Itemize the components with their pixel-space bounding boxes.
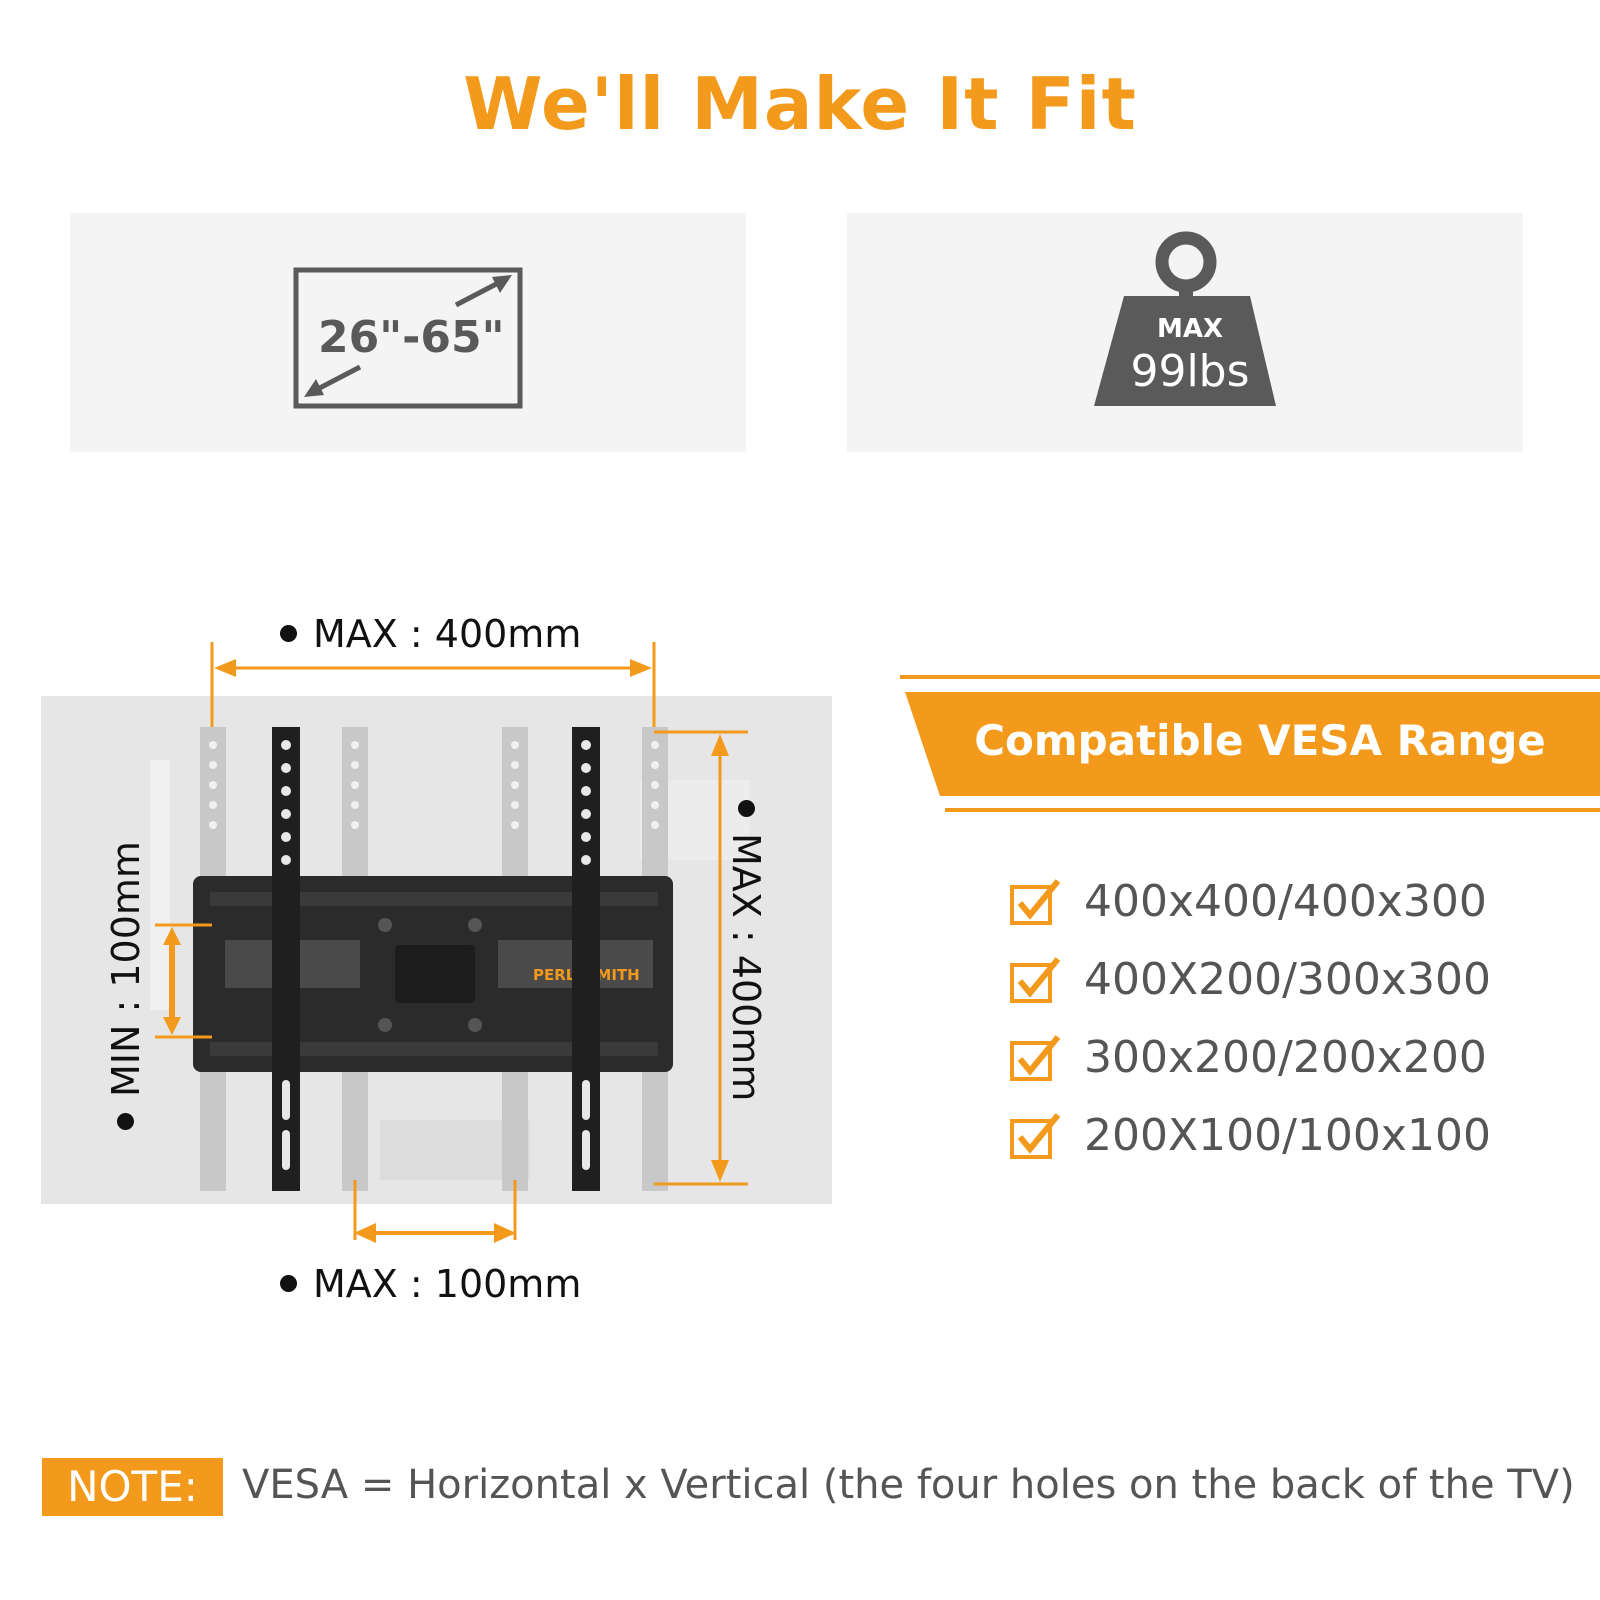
- checkbox-icon: [1010, 878, 1061, 925]
- checkbox-icon: [1010, 1112, 1061, 1159]
- note-text: VESA = Horizontal x Vertical (the four h…: [242, 1462, 1575, 1508]
- bottom-dimension-arrow: [354, 1223, 516, 1243]
- checkbox-icon: [1010, 956, 1061, 1003]
- weight-max-label: MAX: [1156, 314, 1224, 344]
- tv-screen-icon: [293, 267, 523, 409]
- vesa-mount-diagram: PERLESMITH: [41, 642, 832, 1240]
- left-dimension-label: MIN : 100mm: [104, 841, 148, 1130]
- vesa-item: 200X100/100x100: [1008, 1110, 1491, 1161]
- note-badge: NOTE:: [42, 1458, 223, 1516]
- screen-size-label: 26"-65": [318, 312, 505, 363]
- screen-size-panel: [70, 213, 746, 452]
- weight-icon: [1094, 231, 1276, 406]
- vesa-range-title: Compatible VESA Range: [974, 716, 1546, 765]
- vesa-item: 300x200/200x200: [1008, 1032, 1487, 1083]
- vesa-item: 400X200/300x300: [1008, 954, 1491, 1005]
- top-dimension-label: MAX : 400mm: [280, 612, 581, 656]
- bottom-dimension-label: MAX : 100mm: [280, 1262, 581, 1306]
- checkbox-icon: [1010, 1034, 1061, 1081]
- vesa-item: 400x400/400x300: [1008, 876, 1487, 927]
- right-dimension-label: MAX : 400mm: [724, 800, 768, 1101]
- weight-value-label: 99lbs: [1130, 346, 1250, 397]
- vesa-banner: [900, 675, 1600, 812]
- page-title: We'll Make It Fit: [463, 62, 1137, 146]
